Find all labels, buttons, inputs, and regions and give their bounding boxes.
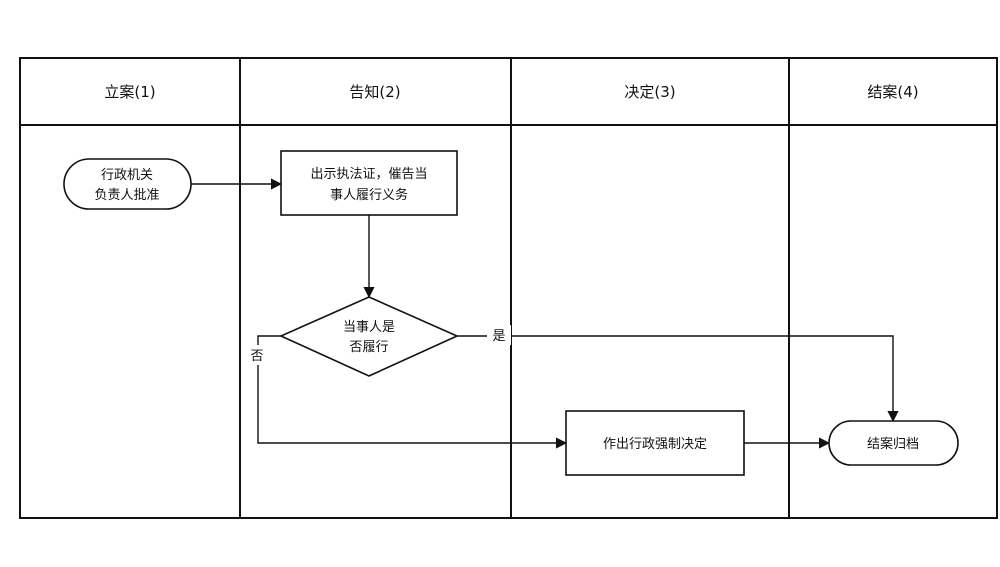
terminal-shape: [828, 420, 959, 466]
outer-border: [19, 57, 998, 519]
node-approve-line-2: 负责人批准: [94, 188, 159, 203]
node-archive: 结案归档: [828, 420, 959, 466]
process-shape: [280, 150, 458, 216]
node-archive-line-1: 结案归档: [867, 437, 919, 452]
edges: 是 否: [191, 178, 899, 449]
edge-decision-no-to-enforce: [257, 335, 568, 449]
node-approve-line-1: 行政机关: [101, 168, 153, 183]
node-enforce-line-1: 作出行政强制决定: [603, 437, 707, 452]
swimlane-frame: [19, 57, 998, 519]
node-approve: 行政机关 负责人批准: [63, 158, 192, 210]
lane-headers: 立案(1) 告知(2) 决定(3) 结案(4): [104, 83, 918, 101]
no-label-bg: [246, 345, 268, 365]
lane-title-3: 决定(3): [624, 83, 675, 101]
edge-decision-yes-to-archive: [457, 335, 899, 423]
terminal-shape: [63, 158, 192, 210]
node-enforce: 作出行政强制决定: [565, 410, 745, 476]
node-notify-line-2: 事人履行义务: [330, 187, 408, 203]
node-decision-line-1: 当事人是: [343, 320, 395, 335]
yes-label-bg: [487, 325, 511, 345]
lane-title-1: 立案(1): [104, 83, 155, 101]
lane-title-2: 告知(2): [349, 83, 400, 101]
edge-label-no: 否: [250, 349, 263, 364]
node-notify-line-1: 出示执法证，催告当: [310, 167, 427, 182]
node-notify: 出示执法证，催告当 事人履行义务: [280, 150, 458, 216]
nodes: 行政机关 负责人批准 出示执法证，催告当 事人履行义务 当事人是 否履行 作出行…: [63, 150, 959, 476]
node-decision: 当事人是 否履行: [279, 296, 459, 377]
decision-shape: [279, 296, 459, 377]
lane-title-4: 结案(4): [867, 83, 918, 101]
edge-label-yes: 是: [492, 329, 505, 344]
process-shape: [565, 410, 745, 476]
node-decision-line-2: 否履行: [349, 340, 388, 355]
